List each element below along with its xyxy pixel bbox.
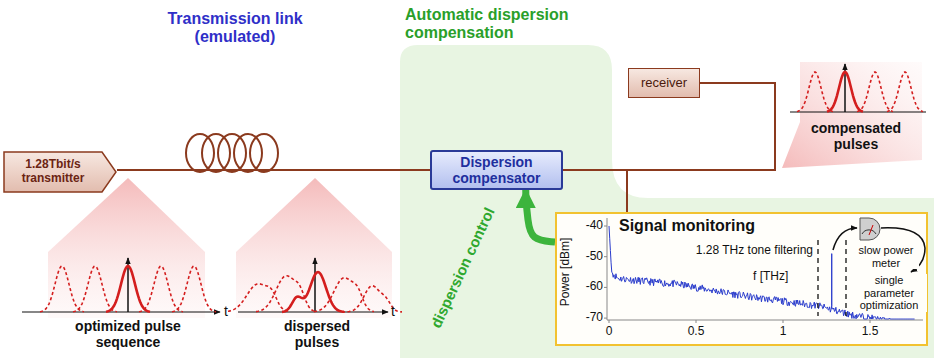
tick	[604, 256, 607, 257]
node-text: Dispersion compensator	[432, 154, 561, 186]
pulse-dashed	[73, 266, 117, 312]
tick-label: 0	[594, 325, 624, 339]
tick	[604, 318, 607, 319]
transmitter-outline	[4, 152, 116, 192]
node-text: Automatic dispersion compensation	[405, 6, 585, 43]
axis-title: Power [dBm]	[559, 238, 573, 307]
pulse-solid	[827, 72, 863, 112]
pulse-glow	[236, 178, 392, 318]
pulse-dashed	[857, 72, 893, 112]
illustration-label: optimized pulse sequence	[66, 318, 190, 350]
illustration-label: dispersed pulses	[262, 318, 372, 350]
illustration-label: compensated pulses	[800, 120, 912, 152]
fiber-link	[563, 170, 627, 212]
pulse-dashed	[797, 72, 833, 112]
tick-label: -50	[571, 250, 603, 264]
monitoring-panel: Signal monitoring -40 -50 -60 -70 Power [dBm]…	[555, 212, 928, 346]
control-arrow	[526, 190, 555, 242]
node-text: 1.28Tbit/s transmitter	[3, 158, 103, 186]
tick	[696, 320, 697, 323]
link-label: Transmission link (emulated)	[160, 10, 310, 47]
annotation: single parameter optimization	[851, 274, 927, 312]
compensation-region: Automatic dispersion compensationDispers…	[395, 6, 934, 358]
pulse-solid	[106, 266, 150, 312]
compensator-box: Dispersion compensator	[430, 150, 563, 190]
node-text: receiver	[641, 76, 687, 91]
node-text: Signal monitoring	[619, 217, 755, 235]
annotation: 1.28 THz tone filtering	[675, 244, 813, 258]
filter-bound	[817, 240, 818, 316]
region-fill	[400, 45, 934, 358]
tick-label: 0.5	[681, 325, 711, 339]
pulse-dashed	[40, 266, 84, 312]
receiver-box: receiver	[628, 68, 700, 98]
pulse-dashed	[228, 284, 288, 312]
tick	[870, 320, 871, 323]
tick-label: -40	[571, 219, 603, 233]
tick-label: 1	[768, 325, 798, 339]
tick	[609, 320, 610, 323]
filter-bound	[845, 240, 846, 316]
pulse-dashed	[139, 266, 183, 312]
pulse-dashed	[172, 266, 216, 312]
pulse-solid	[282, 272, 344, 312]
axis-label: t	[391, 303, 395, 319]
axis-title: f [THz]	[753, 270, 788, 284]
pulse-glow	[782, 62, 922, 168]
tick-label: -70	[571, 311, 603, 325]
fiber-link	[117, 169, 430, 171]
tick	[604, 287, 607, 288]
transmitter-box: 1.28Tbit/s transmitter	[3, 151, 117, 193]
tick	[783, 320, 784, 323]
fiber-coil	[186, 134, 278, 172]
pulse-dashed	[887, 72, 923, 112]
tick-label: 1.5	[855, 325, 885, 339]
annotation: slow power meter	[853, 244, 919, 269]
power-meter-symbol	[860, 218, 880, 240]
pulse-glow	[48, 178, 205, 318]
tick	[604, 226, 607, 227]
axis-label: t	[224, 303, 228, 319]
tick-label: -60	[571, 280, 603, 294]
